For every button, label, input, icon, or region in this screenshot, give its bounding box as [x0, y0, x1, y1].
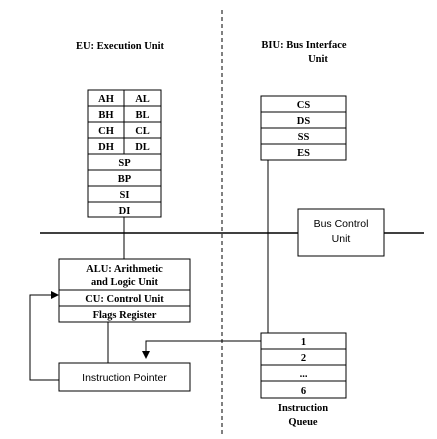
- register-bp-label: BP: [118, 174, 132, 185]
- instruction-pointer-label: Instruction Pointer: [82, 372, 167, 384]
- register-row-ax: AH AL: [87, 89, 162, 107]
- instruction-queue: 1 2 ... 6: [260, 332, 347, 399]
- flags-register: [58, 305, 191, 323]
- segment-register-cs-label: CS: [297, 100, 311, 111]
- queue-slot-ellipsis-label: ...: [300, 369, 308, 380]
- segment-register-ss-label: SS: [298, 132, 310, 143]
- register-row-bx: BH BL: [87, 105, 162, 123]
- queue-slot-6: [260, 380, 347, 399]
- instruction-pointer: Instruction Pointer: [58, 362, 191, 392]
- register-dh: DH: [98, 142, 114, 153]
- queue-to-ip-arrowhead: [142, 351, 150, 359]
- register-bp: BP: [87, 169, 162, 187]
- alu-label-line2: and Logic Unit: [91, 277, 159, 288]
- queue-to-ip-link: [145, 340, 261, 352]
- register-ch: CH: [98, 126, 114, 137]
- register-ah: AH: [98, 94, 114, 105]
- register-si: SI: [87, 185, 162, 203]
- register-si-label: SI: [120, 190, 130, 201]
- register-dl: DL: [135, 142, 150, 153]
- register-di: DI: [87, 201, 162, 218]
- register-row-dx: DH DL: [87, 137, 162, 155]
- queue-label-line2: Queue: [288, 417, 318, 428]
- register-sp: SP: [87, 153, 162, 171]
- biu-title-line2: Unit: [308, 54, 328, 65]
- bus-control-label-line1: Bus Control: [314, 218, 369, 230]
- segment-registers: CS DS SS ES: [260, 95, 347, 161]
- alu-block: ALU: Arithmetic and Logic Unit CU: Contr…: [58, 258, 191, 323]
- general-registers: AH AL BH BL CH CL DH DL SP BP: [87, 89, 162, 218]
- flags-register-label: Flags Register: [93, 310, 157, 321]
- segment-register-ds-label: DS: [297, 116, 311, 127]
- segment-register-es: [260, 143, 347, 161]
- register-bh: BH: [98, 110, 113, 121]
- ip-feedback-loop: [29, 294, 59, 381]
- queue-label-line1: Instruction: [278, 403, 328, 414]
- register-cl: CL: [135, 126, 150, 137]
- queue-slot-1-label: 1: [301, 337, 306, 348]
- queue-slot-2-label: 2: [301, 353, 306, 364]
- ip-feedback-arrowhead: [51, 291, 59, 299]
- register-di-label: DI: [119, 206, 131, 217]
- register-sp-label: SP: [118, 158, 131, 169]
- control-unit-label: CU: Control Unit: [85, 294, 164, 305]
- register-row-cx: CH CL: [87, 121, 162, 139]
- register-bl: BL: [135, 110, 149, 121]
- queue-slot-6-label: 6: [301, 386, 306, 397]
- register-al: AL: [135, 94, 150, 105]
- eu-title: EU: Execution Unit: [76, 41, 165, 52]
- alu-label-line1: ALU: Arithmetic: [86, 264, 163, 275]
- segment-register-es-label: ES: [297, 148, 310, 159]
- biu-title-line1: BIU: Bus Interface: [261, 40, 346, 51]
- bus-control-unit: Bus Control Unit: [297, 208, 385, 257]
- bus-control-label-line2: Unit: [332, 233, 351, 245]
